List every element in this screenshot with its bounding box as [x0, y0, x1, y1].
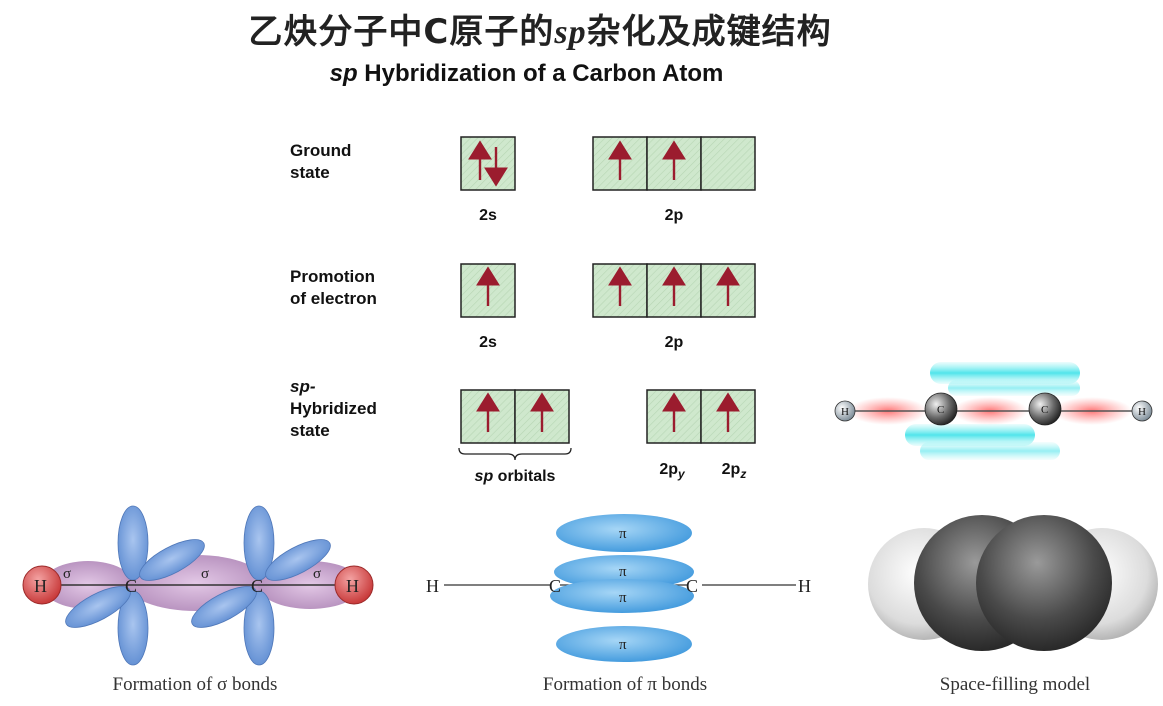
2py-2pz-boxes — [646, 389, 756, 444]
ground-2p-boxes — [592, 136, 756, 191]
pi-c-left: C — [549, 576, 561, 596]
hybrid-label-line2: Hybridized — [290, 399, 377, 418]
ground-2p-text: 2p — [664, 207, 684, 224]
pi-caption: Formation of π bonds — [542, 674, 708, 695]
promotion-label-line2: of electron — [290, 289, 377, 308]
sp-orbitals-label: sp orbitals — [445, 468, 585, 486]
2py-sub: y — [677, 467, 685, 482]
2pz-text: 2p — [721, 461, 741, 478]
ground-2s-label: 2s — [461, 207, 515, 225]
chinese-title-suffix: 杂化及成键结构 — [586, 12, 832, 52]
pi-atom-labels: H C C H — [426, 576, 811, 596]
promotion-2p-label: 2p — [593, 334, 755, 352]
sigma-labels: σ σ σ — [63, 566, 321, 582]
promotion-2p-text: 2p — [664, 334, 684, 351]
2py-text: 2p — [659, 461, 678, 478]
promotion-label: Promotion of electron — [290, 266, 377, 310]
sigma-caption: Formation of σ bonds — [112, 674, 278, 695]
english-title-rest: Hybridization of a Carbon Atom — [357, 60, 724, 87]
ground-2p-label: 2p — [593, 207, 755, 225]
ground-label-line2: state — [290, 163, 330, 182]
pi-label-2: π — [619, 564, 627, 580]
space-filling-caption: Space-filling model — [939, 674, 1091, 695]
2py-label: 2py — [650, 461, 694, 481]
ground-2s-box — [460, 136, 516, 191]
glow-c-left: C — [937, 404, 944, 416]
sigma-h-left: H — [34, 576, 47, 596]
sp-orbitals-rest: orbitals — [493, 468, 556, 485]
pi-labels: π π π π — [619, 526, 627, 653]
2pz-label: 2pz — [712, 461, 756, 481]
glow-h-right: H — [1138, 406, 1146, 418]
promotion-2p-boxes — [592, 263, 756, 318]
hybridized-state-label: sp- Hybridized state — [290, 376, 377, 442]
sp-orbital-boxes — [458, 389, 572, 461]
ground-2s-text: 2s — [479, 207, 497, 224]
promotion-2s-box — [460, 263, 516, 318]
pi-label-3: π — [619, 590, 627, 606]
sigma-label-2: σ — [201, 566, 209, 582]
glow-model-atom-labels: H C C H — [841, 404, 1146, 418]
space-filling-model — [868, 515, 1158, 651]
sp-orbitals-sp: sp — [474, 468, 494, 485]
pi-label-1: π — [619, 526, 627, 542]
sigma-label-3: σ — [313, 566, 321, 582]
chinese-title-prefix: 乙炔分子中C原子的 — [248, 12, 555, 52]
sigma-bond-diagram — [22, 505, 374, 666]
sigma-c-left: C — [125, 576, 137, 596]
sigma-label-1: σ — [63, 566, 71, 582]
chinese-title: 乙炔分子中C原子的sp杂化及成键结构 — [0, 4, 1080, 53]
sigma-h-right: H — [346, 576, 359, 596]
sigma-c-right: C — [251, 576, 263, 596]
ground-label-line1: Ground — [290, 141, 352, 160]
chinese-title-sp: sp — [554, 14, 587, 51]
english-title: sp Hybridization of a Carbon Atom — [0, 60, 1053, 88]
english-title-sp: sp — [329, 60, 358, 87]
hybrid-label-line1: sp- — [290, 377, 316, 396]
sigma-atom-labels: H C C H — [34, 576, 359, 596]
glow-h-left: H — [841, 406, 849, 418]
ground-state-label: Ground state — [290, 140, 351, 184]
acetylene-glow-model — [834, 362, 1153, 460]
pi-label-4: π — [619, 637, 627, 653]
hybrid-label-line3: state — [290, 421, 330, 440]
glow-c-right: C — [1041, 404, 1048, 416]
pi-c-right: C — [686, 576, 698, 596]
promotion-2s-text: 2s — [479, 334, 497, 351]
promotion-label-line1: Promotion — [290, 267, 375, 286]
pi-bond-diagram — [444, 514, 796, 662]
promotion-2s-label: 2s — [461, 334, 515, 352]
pi-h-right: H — [798, 576, 811, 596]
pi-h-left: H — [426, 576, 439, 596]
2pz-sub: z — [740, 467, 747, 482]
